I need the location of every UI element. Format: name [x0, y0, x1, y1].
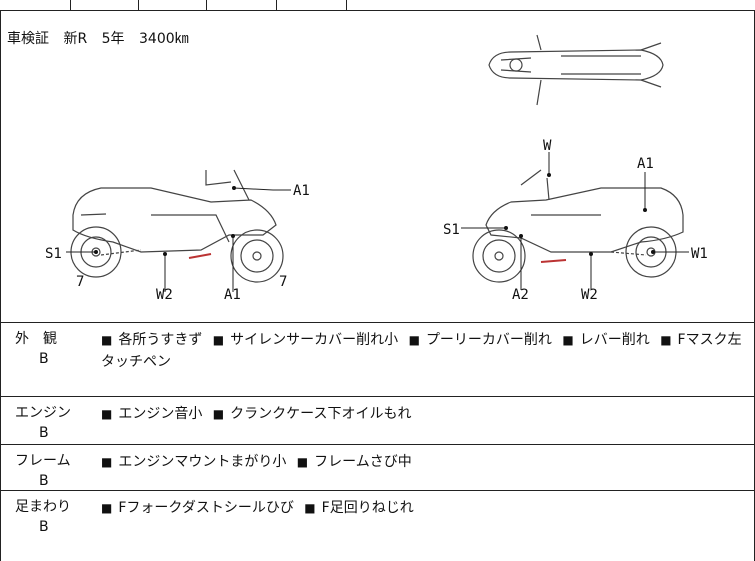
grade-label: B: [39, 425, 49, 441]
bullet-square: ■: [101, 407, 113, 421]
callout-a1-top: A1: [293, 183, 310, 199]
strip-divider: [138, 0, 139, 10]
bullet-square: ■: [212, 407, 225, 421]
callout-w1-right: W1: [691, 246, 708, 262]
note-item: プーリーカバー削れ: [425, 332, 552, 348]
strip-divider: [206, 0, 207, 10]
grade-label: B: [39, 473, 49, 489]
callout-a2-right: A2: [512, 287, 529, 303]
note-item: 各所うすきず: [118, 332, 203, 348]
category-label: 外 観: [15, 331, 57, 347]
strip-divider: [70, 0, 71, 10]
category-cell: 足まわり B: [15, 497, 85, 537]
note-item: Fマスク左タッチペン: [101, 332, 742, 370]
notes-cell: ■各所うすきず ■サイレンサーカバー削れ小 ■プーリーカバー削れ ■レバー削れ …: [101, 329, 748, 373]
inspection-row-suspension: 足まわり B ■ Fフォークダストシールひび ■ F足回りねじれ: [1, 491, 754, 561]
inspection-row-frame: フレーム B ■ エンジンマウントまがり小 ■ フレームさび中: [1, 445, 754, 491]
registration-info: 車検証 新R 5年 3400㎞: [7, 28, 199, 48]
note-item: Fフォークダストシールひび: [118, 500, 294, 516]
inspection-row-exterior: 外 観 B ■ 各所うすきず ■ サイレンサーカバー削れ小 ■ プーリーカバー削れ ■…: [1, 323, 754, 397]
note-item: F足回りねじれ: [321, 500, 414, 516]
callout-w-right: W: [543, 138, 552, 154]
callout-a1-bottom: A1: [224, 287, 241, 303]
category-label: 足まわり: [15, 499, 71, 515]
note-item: フレームさび中: [314, 454, 412, 470]
callout-w2-left: W2: [156, 287, 173, 303]
category-cell: エンジン B: [15, 403, 85, 443]
notes-cell: ■ エンジンマウントまがり小 ■ フレームさび中: [101, 451, 748, 473]
callout-seven-left: 7: [76, 274, 84, 290]
grade-label: B: [39, 519, 49, 535]
notes-cell: ■ エンジン音小 ■ クランクケース下オイルもれ: [101, 403, 748, 425]
category-label: エンジン: [15, 405, 71, 421]
callout-s1-left: S1: [45, 246, 62, 262]
scooter-left-view: [70, 169, 284, 283]
category-cell: フレーム B: [15, 451, 85, 491]
category-cell: 外 観 B: [15, 329, 85, 369]
bullet-square: ■: [101, 501, 113, 515]
right-callouts: W A1 S1 W1 A2 W2: [443, 138, 708, 303]
callout-w2-right: W2: [581, 287, 598, 303]
note-item: レバー削れ: [579, 332, 650, 348]
note-item: エンジンマウントまがり小: [118, 454, 287, 470]
inspection-row-engine: エンジン B ■ エンジン音小 ■ クランクケース下オイルもれ: [1, 397, 754, 445]
bullet-square: ■: [296, 455, 309, 469]
notes-cell: ■ Fフォークダストシールひび ■ F足回りねじれ: [101, 497, 748, 519]
bullet-square: ■: [660, 333, 672, 347]
callout-s1-right: S1: [443, 222, 460, 238]
bullet-square: ■: [408, 333, 420, 347]
note-item: エンジン音小: [118, 406, 203, 422]
bullet-square: ■: [101, 333, 113, 347]
callout-seven-right: 7: [279, 274, 287, 290]
bullet-square: ■: [212, 333, 225, 347]
bullet-square: ■: [304, 501, 316, 515]
registration-type: 新R: [63, 31, 88, 47]
registration-label: 車検証: [7, 31, 49, 47]
bullet-square: ■: [562, 333, 574, 347]
note-item: サイレンサーカバー削れ小: [230, 332, 399, 348]
scooter-right-view: [472, 169, 684, 283]
top-table-strip: [0, 0, 755, 11]
damage-diagram-panel: 車検証 新R 5年 3400㎞: [0, 10, 755, 323]
bullet-square: ■: [101, 455, 113, 469]
registration-distance: 3400㎞: [139, 31, 189, 47]
category-label: フレーム: [15, 453, 71, 469]
grade-label: B: [39, 351, 49, 367]
strip-divider: [346, 0, 347, 10]
left-callouts: A1 S1 7 W2 A1 7: [45, 183, 310, 303]
strip-divider: [276, 0, 277, 10]
scooter-diagram: A1 S1 7 W2 A1 7 W A1: [45, 34, 708, 303]
registration-years: 5年: [101, 31, 125, 47]
scooter-top-view: [488, 34, 664, 106]
callout-a1-right: A1: [637, 156, 654, 172]
note-item: クランクケース下オイルもれ: [230, 406, 412, 422]
inspection-table: 外 観 B ■ 各所うすきず ■ サイレンサーカバー削れ小 ■ プーリーカバー削れ ■…: [0, 323, 755, 561]
